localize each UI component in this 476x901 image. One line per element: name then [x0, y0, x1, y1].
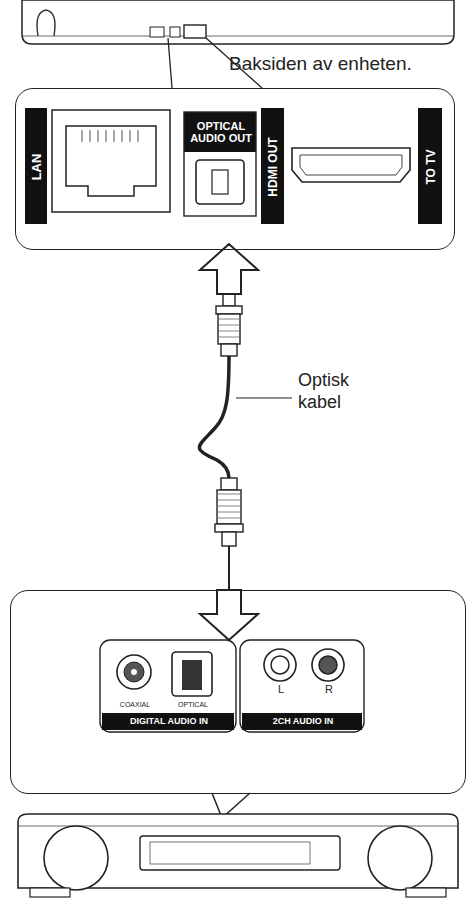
- coaxial-jack-inner: [124, 662, 144, 682]
- optical-in-slot: [182, 660, 202, 690]
- lan-port: [52, 110, 170, 212]
- device-port: [150, 27, 164, 37]
- plug-body: [217, 490, 241, 524]
- right-jack-inner: [319, 656, 337, 674]
- plug-grip: [217, 494, 241, 495]
- port-label: OPTICAL AUDIO OUT: [190, 121, 252, 144]
- plug-grip: [217, 518, 241, 519]
- jack-panel: COAXIAL OPTICAL DIGITAL AUDIO IN L R 2CH AUDI…: [10, 590, 466, 794]
- group-label: DIGITAL AUDIO IN: [130, 717, 208, 726]
- optical-out-frame: [184, 112, 256, 216]
- left-jack: [264, 649, 296, 681]
- plug-boot: [221, 344, 237, 356]
- receiver-display: [140, 836, 340, 870]
- player-edge: [22, 36, 454, 37]
- plug-grip: [218, 319, 240, 320]
- analog-group: [240, 640, 364, 732]
- hdmi-socket: [300, 155, 402, 175]
- jack-label: L: [278, 684, 284, 696]
- to-tv-bar: [418, 108, 442, 224]
- jack-label: R: [325, 684, 333, 696]
- hdmi-port: [292, 148, 410, 182]
- optical-out-header: [184, 112, 256, 152]
- player-body: [22, 0, 454, 44]
- receiver-foot: [30, 888, 70, 897]
- coaxial-jack: [117, 655, 151, 689]
- plug-collar: [216, 306, 242, 314]
- lan-pins: [82, 130, 138, 142]
- jack-label: COAXIAL: [120, 701, 150, 708]
- optical-cable: [199, 244, 258, 640]
- power-cord: [37, 10, 55, 36]
- port-label: TO TV: [425, 149, 438, 184]
- plug-boot: [221, 478, 237, 490]
- plug-collar: [215, 524, 243, 532]
- cable-line: [199, 356, 229, 478]
- plug-tip: [222, 532, 236, 546]
- group-label: 2CH AUDIO IN: [273, 717, 334, 726]
- optical-out-port: [196, 160, 244, 204]
- receiver-display-inner: [150, 842, 310, 864]
- cable-label: Optisk kabel: [298, 370, 368, 413]
- right-jack: [312, 649, 344, 681]
- callout-panel: LAN OPTICAL AUDIO OUT HDMI OUT TO TV: [15, 88, 455, 250]
- left-jack-inner: [271, 656, 289, 674]
- optical-in-port: [172, 652, 212, 696]
- lan-bar: [25, 108, 47, 224]
- port-label: HDMI OUT: [267, 137, 280, 196]
- jack-label: OPTICAL: [178, 701, 208, 708]
- plug-grip: [217, 500, 241, 501]
- plug-body: [218, 314, 240, 344]
- arrow-head: [200, 590, 258, 640]
- plug-grip: [217, 512, 241, 513]
- view-caption: Baksiden av enheten.: [229, 53, 412, 76]
- plug-grip: [218, 337, 240, 338]
- plug-grip: [217, 506, 241, 507]
- digital-bar: [102, 713, 234, 730]
- optical-out-slot: [212, 170, 228, 194]
- digital-group: [100, 640, 236, 732]
- port-label: LAN: [30, 154, 44, 181]
- arrow-head: [200, 244, 258, 294]
- plug-grip: [218, 331, 240, 332]
- hdmi-bar: [261, 108, 284, 224]
- receiver-knob: [368, 826, 432, 890]
- callout-leader: [168, 38, 172, 88]
- plug-grip: [218, 325, 240, 326]
- label-leader: [236, 397, 292, 398]
- lan-socket: [66, 126, 156, 196]
- receiver-knob: [44, 826, 108, 890]
- analog-bar: [242, 713, 362, 730]
- receiver-foot: [406, 888, 446, 897]
- coaxial-jack-pin: [131, 669, 137, 675]
- device-port: [170, 27, 180, 37]
- cable-line: [228, 546, 230, 590]
- device-port: [184, 25, 206, 38]
